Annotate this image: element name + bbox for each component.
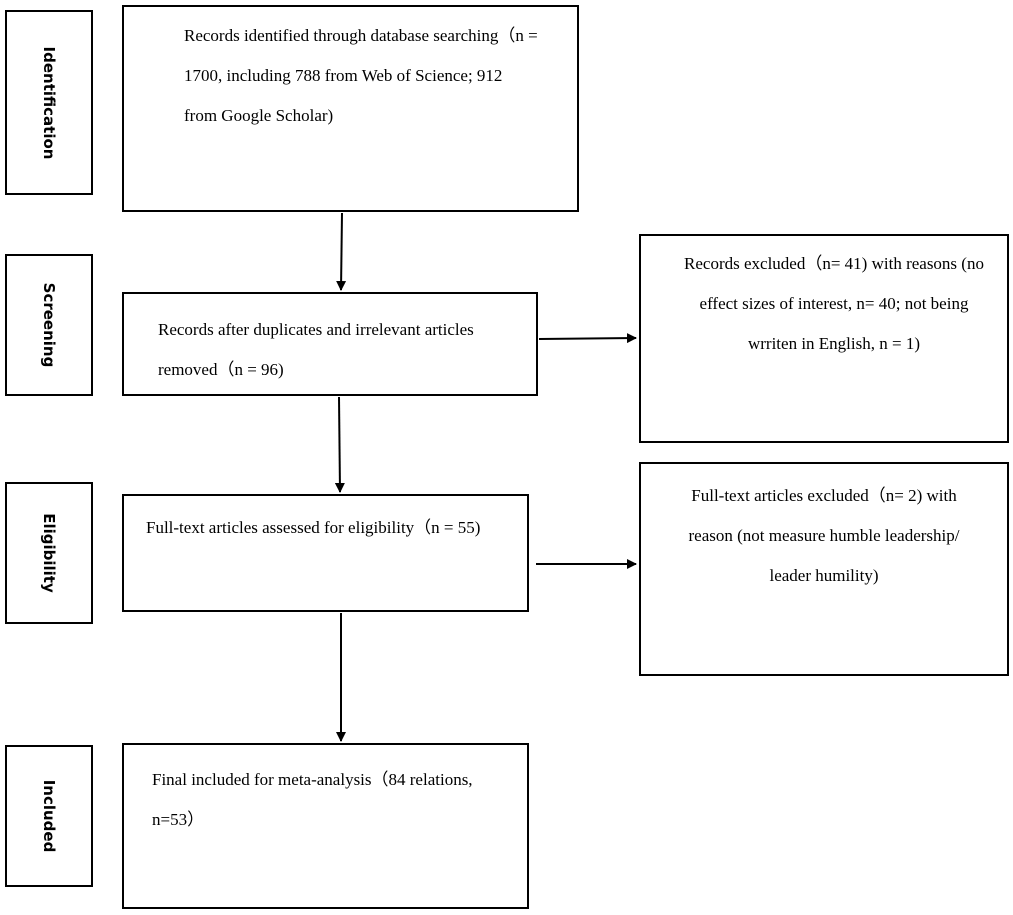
identified-text: Records identified through database sear… bbox=[184, 26, 538, 125]
stage-eligibility-label: Eligibility bbox=[40, 513, 58, 593]
arrow-screened-to-eligibility bbox=[334, 396, 345, 493]
screened-box: Records after duplicates and irrelevant … bbox=[122, 292, 538, 396]
stage-screening: Screening bbox=[5, 254, 93, 396]
stage-included-label: Included bbox=[40, 779, 58, 853]
included-text: Final included for meta-analysis（84 rela… bbox=[152, 770, 473, 829]
stage-included: Included bbox=[5, 745, 93, 887]
excluded-screening-box: Records excluded（n= 41) with reasons (no… bbox=[639, 234, 1009, 443]
excluded-fulltext-text: Full-text articles excluded（n= 2) with r… bbox=[688, 486, 960, 585]
eligibility-text: Full-text articles assessed for eligibil… bbox=[146, 518, 481, 537]
stage-identification: Identification bbox=[5, 10, 93, 195]
excluded-screening-text: Records excluded（n= 41) with reasons (no… bbox=[684, 254, 984, 353]
stage-screening-label: Screening bbox=[40, 282, 58, 368]
eligibility-box: Full-text articles assessed for eligibil… bbox=[122, 494, 529, 612]
arrow-identified-to-screened bbox=[336, 212, 347, 291]
included-box: Final included for meta-analysis（84 rela… bbox=[122, 743, 529, 909]
screened-text: Records after duplicates and irrelevant … bbox=[158, 320, 474, 379]
stage-identification-label: Identification bbox=[40, 46, 58, 159]
arrow-screened-to-excluded bbox=[538, 333, 637, 344]
stage-eligibility: Eligibility bbox=[5, 482, 93, 624]
identified-box: Records identified through database sear… bbox=[122, 5, 579, 212]
excluded-fulltext-box: Full-text articles excluded（n= 2) with r… bbox=[639, 462, 1009, 676]
